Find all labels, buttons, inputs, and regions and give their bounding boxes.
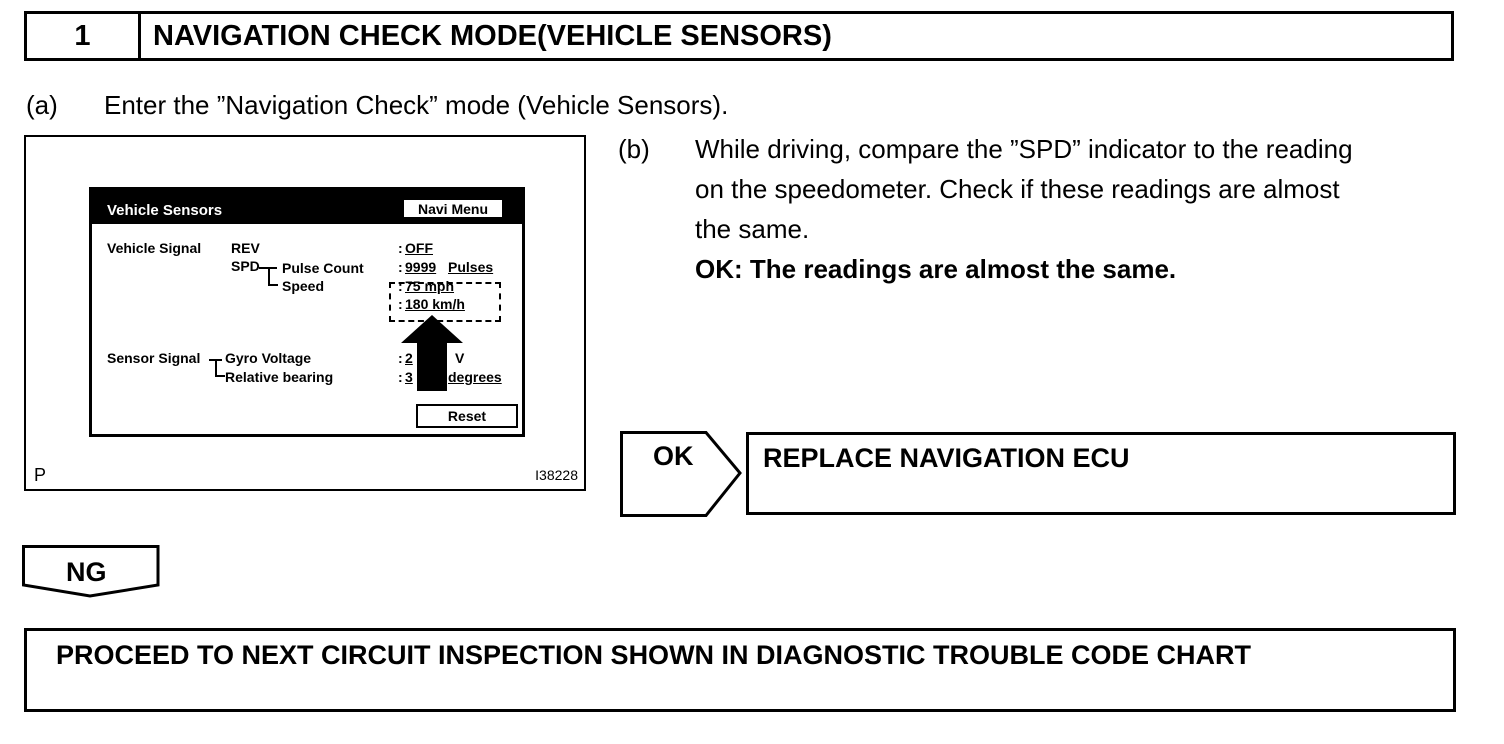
speed-label: Speed <box>282 278 325 294</box>
pulse-unit: Pulses <box>448 259 494 275</box>
vehicle-sensors-figure: Vehicle Sensors Navi Menu Vehicle Signal… <box>24 135 586 491</box>
spd-bracket-top <box>268 267 277 269</box>
instruction-b-line-3: the same. <box>695 214 810 244</box>
vehicle-sensors-screen: Vehicle Sensors Navi Menu Vehicle Signal… <box>89 187 525 437</box>
speed-highlight-box <box>389 282 501 322</box>
instruction-b-line-1: While driving, compare the ”SPD” indicat… <box>695 134 1353 164</box>
step-header: 1 NAVIGATION CHECK MODE(VEHICLE SENSORS) <box>24 11 1454 61</box>
relative-bearing-label: Relative bearing <box>225 369 334 385</box>
rev-value: OFF <box>405 240 433 256</box>
mph-colon: : <box>398 278 403 294</box>
step-number: 1 <box>27 14 141 58</box>
figure-corner-letter: P <box>34 465 47 485</box>
spd-bracket <box>268 267 278 286</box>
ng-branch-label: NG <box>66 557 107 587</box>
ok-criteria: OK: The readings are almost the same. <box>695 254 1177 284</box>
instruction-b-line-2: on the speedometer. Check if these readi… <box>695 174 1340 204</box>
instruction-a: (a) Enter the ”Navigation Check” mode (Ve… <box>26 90 728 121</box>
instruction-a-text: Enter the ”Navigation Check” mode (Vehic… <box>104 90 729 120</box>
rev-label: REV <box>231 240 260 256</box>
figure-code: I38228 <box>535 467 578 483</box>
vehicle-signal-label: Vehicle Signal <box>107 240 202 256</box>
instruction-a-label: (a) <box>26 90 58 120</box>
kmh-colon: : <box>398 296 403 312</box>
ng-result-box: PROCEED TO NEXT CIRCUIT INSPECTION SHOWN… <box>24 628 1456 712</box>
bearing-value: 3 <box>405 369 413 385</box>
instruction-b-body: While driving, compare the ”SPD” indicat… <box>695 129 1465 289</box>
gyro-value: 2 <box>405 350 413 366</box>
gyro-colon: : <box>398 350 403 366</box>
sensor-bracket <box>215 359 225 377</box>
arrow-up-icon <box>401 315 463 391</box>
speed-kmh-value: 180 km/h <box>405 296 465 312</box>
pulse-value: 9999 <box>405 259 437 275</box>
gyro-unit: V <box>455 350 465 366</box>
gyro-voltage-label: Gyro Voltage <box>225 350 312 366</box>
rev-colon: : <box>398 240 403 256</box>
ok-branch-tab <box>620 431 742 517</box>
sensor-signal-label: Sensor Signal <box>107 350 201 366</box>
pulse-count-label: Pulse Count <box>282 260 364 276</box>
pulse-colon: : <box>398 259 403 275</box>
bearing-unit: degrees <box>448 369 502 385</box>
instruction-b-label: (b) <box>618 134 650 164</box>
navi-menu-button[interactable]: Navi Menu <box>402 198 504 219</box>
spd-label: SPD <box>231 258 260 274</box>
ok-result-box: REPLACE NAVIGATION ECU <box>746 432 1456 515</box>
bearing-colon: : <box>398 369 403 385</box>
ng-branch-tab <box>22 545 160 598</box>
step-title: NAVIGATION CHECK MODE(VEHICLE SENSORS) <box>153 19 832 52</box>
spd-connector <box>259 267 269 269</box>
ok-branch-label: OK <box>653 441 694 471</box>
speed-mph-value: 75 mph <box>405 278 455 294</box>
reset-button[interactable]: Reset <box>416 404 518 428</box>
